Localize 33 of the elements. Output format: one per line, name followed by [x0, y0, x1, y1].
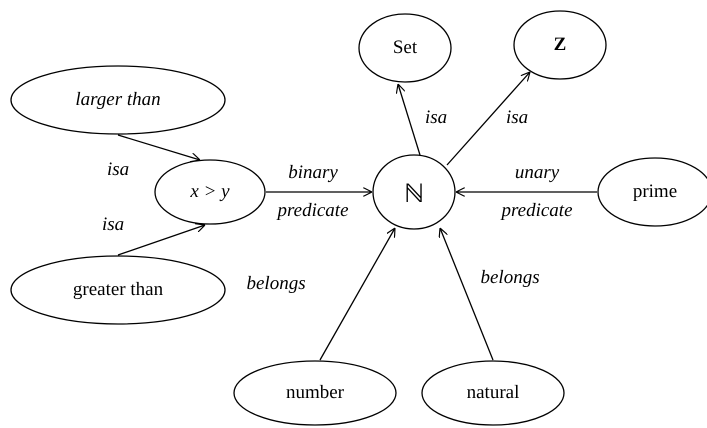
arrow — [446, 71, 531, 166]
predicate-ellipse — [154, 159, 266, 225]
edge-label: isa — [506, 107, 528, 129]
edge-label: belongs — [246, 273, 306, 295]
arrow — [319, 227, 396, 360]
edge-label: isa — [425, 107, 448, 129]
concept-ellipse — [513, 10, 607, 80]
node-label: Set — [392, 37, 418, 59]
arrow — [118, 134, 201, 162]
arrow — [266, 186, 373, 198]
concept-ellipse — [10, 65, 226, 135]
edge-label: isa — [107, 159, 130, 181]
arrow — [396, 83, 421, 156]
edge-label: unary predicate — [500, 161, 574, 223]
concept-ellipse — [233, 360, 397, 426]
node-label: number — [286, 382, 344, 404]
node-label: prime — [632, 181, 678, 203]
node-label: greater than — [72, 279, 164, 301]
node-label: Z — [554, 34, 566, 56]
arrow — [455, 186, 597, 198]
arrow — [438, 227, 494, 360]
edge-label: binary predicate — [276, 161, 350, 223]
concept-ellipse — [421, 360, 565, 426]
edge-label: isa — [102, 214, 124, 236]
node-label: natural — [466, 382, 520, 404]
node-label: larger than — [75, 89, 161, 111]
node-label: ℕ — [404, 178, 424, 210]
node-label: x > y — [190, 181, 230, 203]
edge-label: belongs — [480, 267, 540, 289]
concept-ellipse — [372, 154, 456, 230]
arrow — [118, 223, 206, 256]
concept-ellipse — [10, 255, 226, 325]
concept-ellipse — [358, 13, 452, 83]
